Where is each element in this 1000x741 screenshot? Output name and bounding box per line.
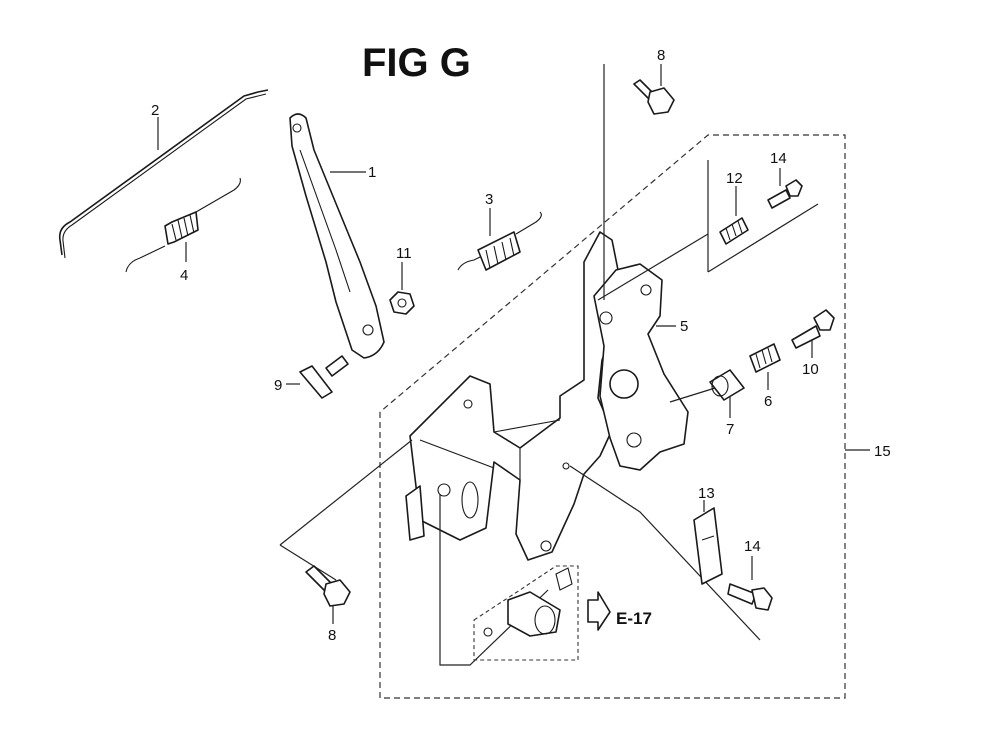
callout-14-top: 14	[770, 150, 787, 167]
part-8-bolt-bottom	[305, 565, 351, 624]
figure-title: FIG G	[362, 41, 471, 85]
part-3-spring	[457, 208, 542, 271]
callout-7: 7	[726, 421, 734, 438]
e17-reference-label: E-17	[616, 609, 652, 628]
part-7-collar	[709, 369, 745, 418]
callout-11: 11	[396, 245, 412, 262]
control-base-bracket	[405, 231, 621, 561]
e17-subassembly	[473, 565, 579, 661]
callout-1: 1	[368, 164, 376, 181]
parts-12-14-inset	[707, 160, 819, 273]
e17-arrow-icon	[587, 591, 611, 631]
callout-14-bottom: 14	[744, 538, 761, 555]
part-5-lever-plate	[593, 263, 689, 471]
part-4-spring	[125, 177, 241, 273]
callout-6: 6	[764, 393, 772, 410]
part-6-spring	[749, 343, 781, 390]
part-2-throttle-rod	[58, 89, 269, 259]
part-10-screw	[791, 309, 835, 358]
part-11-nut	[389, 262, 415, 315]
callout-labels: 2 1 4 3 11 9 8 12 14 5 10 6 7 15 13 14 8	[151, 47, 891, 644]
callout-15: 15	[874, 443, 891, 460]
callout-5: 5	[680, 318, 688, 335]
callout-13: 13	[698, 485, 715, 502]
callout-2: 2	[151, 102, 159, 119]
callout-8-bottom: 8	[328, 627, 336, 644]
callout-9: 9	[274, 377, 282, 394]
part-14-screw-lower	[727, 556, 773, 611]
callout-10: 10	[802, 361, 819, 378]
callout-4: 4	[180, 267, 188, 284]
assembly-15-outline	[379, 134, 870, 699]
callout-12: 12	[726, 170, 743, 187]
leader-lines	[279, 64, 761, 666]
part-1-control-lever	[289, 113, 385, 359]
part-9-bolt	[286, 355, 349, 399]
part-13-clip	[693, 500, 723, 585]
callout-8-top: 8	[657, 47, 665, 64]
callout-3: 3	[485, 191, 493, 208]
part-8-bolt-top	[633, 64, 675, 115]
